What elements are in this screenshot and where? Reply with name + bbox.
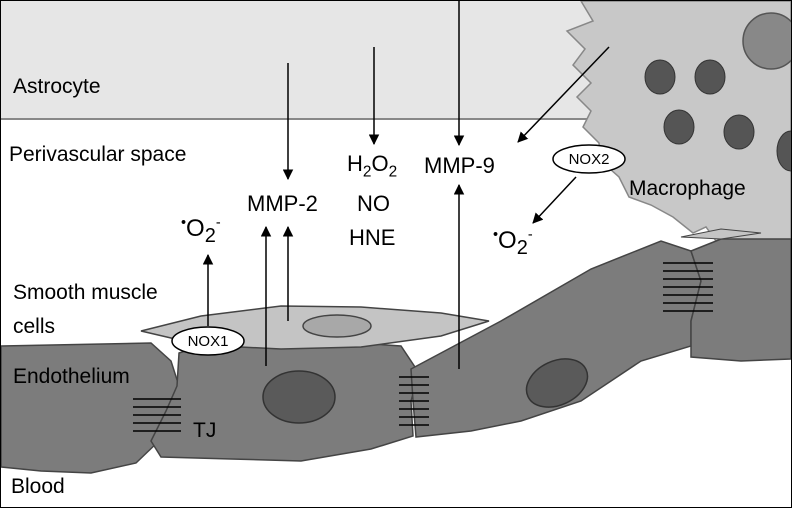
endothelial-nucleus xyxy=(525,358,589,408)
smooth-muscle-label-line2: cells xyxy=(13,315,56,338)
smooth-muscle-label-line1: Smooth muscle xyxy=(13,281,158,304)
smooth-muscle-cell-edge xyxy=(680,228,762,240)
mmp9-label: MMP-9 xyxy=(424,153,495,178)
superoxide-charge: - xyxy=(215,215,221,231)
superoxide-sub: 2 xyxy=(516,236,528,259)
endothelial-cell-left xyxy=(1,342,180,474)
macrophage-nucleus xyxy=(742,12,791,70)
h2o2-o: O xyxy=(371,151,389,176)
macrophage-granule xyxy=(776,130,791,172)
mmp2-label: MMP-2 xyxy=(247,191,318,216)
superoxide-sub: 2 xyxy=(204,224,216,247)
h2o2-sub1: 2 xyxy=(362,163,372,181)
endothelial-nucleus xyxy=(262,370,336,424)
nox2-oval xyxy=(552,144,626,174)
nox1-oval xyxy=(171,326,245,356)
endothelial-cell-right xyxy=(410,240,702,438)
macrophage-granule xyxy=(644,59,676,95)
radical-dot: • xyxy=(181,215,187,231)
nox2-label: NOX2 xyxy=(568,150,610,168)
tight-junction-left xyxy=(133,398,181,432)
blood-label: Blood xyxy=(11,475,65,498)
h2o2-h: H xyxy=(347,151,363,176)
nox1-label: NOX1 xyxy=(187,332,229,350)
h2o2-label: H2O2 xyxy=(347,151,397,181)
perivascular-space-label: Perivascular space xyxy=(9,143,187,166)
arrow-nox2-to-superoxide xyxy=(532,176,577,224)
macrophage-granule xyxy=(694,59,726,95)
tight-junction-right xyxy=(663,262,713,312)
superoxide-right-label: •O2- xyxy=(493,227,533,260)
endothelial-cell-far-right xyxy=(690,238,791,362)
tight-junction-center xyxy=(399,376,429,426)
superoxide-left-label: •O2- xyxy=(181,215,221,248)
superoxide-o: O xyxy=(186,215,205,242)
tight-junction-label: TJ xyxy=(193,419,217,442)
smooth-muscle-nucleus xyxy=(302,314,372,338)
endothelium-label: Endothelium xyxy=(13,365,130,388)
macrophage-granule xyxy=(723,114,755,150)
h2o2-sub2: 2 xyxy=(388,163,398,181)
no-label: NO xyxy=(357,191,390,216)
superoxide-o: O xyxy=(498,227,517,254)
macrophage-label: Macrophage xyxy=(629,177,746,200)
macrophage-granule xyxy=(663,109,695,145)
arrow-macrophage-to-mmp9 xyxy=(517,46,610,143)
radical-dot: • xyxy=(493,227,499,243)
hne-label: HNE xyxy=(349,225,396,250)
superoxide-charge: - xyxy=(527,227,533,243)
astrocyte-label: Astrocyte xyxy=(13,75,101,98)
